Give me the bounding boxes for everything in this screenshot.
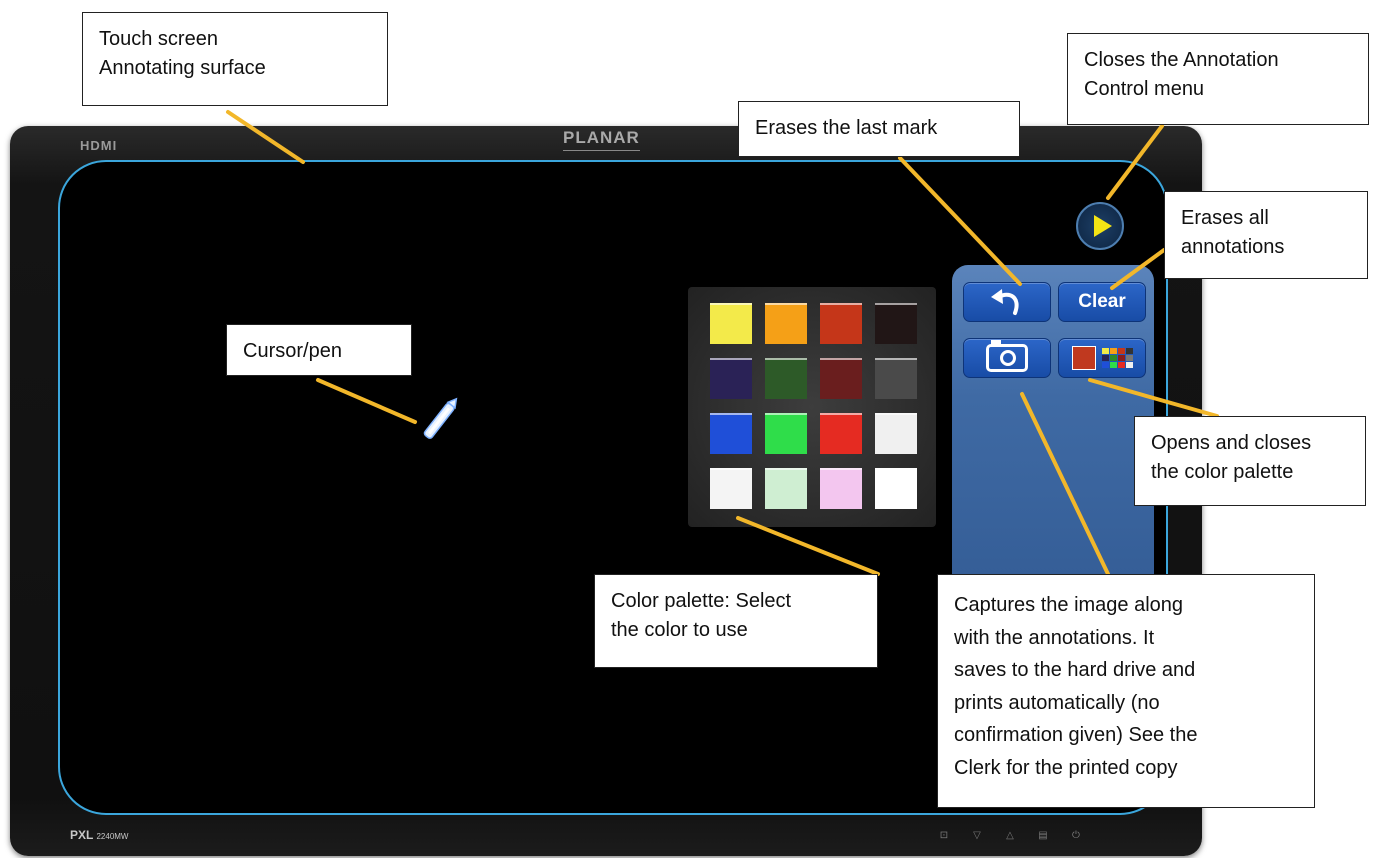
planar-logo: PLANAR bbox=[563, 128, 640, 151]
play-icon bbox=[1093, 215, 1112, 237]
color-swatch[interactable] bbox=[765, 358, 807, 399]
color-swatch[interactable] bbox=[820, 468, 862, 509]
capture-button[interactable] bbox=[963, 338, 1051, 378]
hardware-button-up[interactable]: △ bbox=[1006, 830, 1014, 841]
leader-line bbox=[1020, 392, 1110, 576]
leader-line bbox=[736, 516, 880, 576]
callout-closes-menu: Closes the Annotation Control menu bbox=[1067, 33, 1369, 125]
leader-line bbox=[226, 110, 305, 164]
color-swatch[interactable] bbox=[820, 358, 862, 399]
callout-captures-image: Captures the image along with the annota… bbox=[937, 574, 1315, 808]
color-swatch[interactable] bbox=[710, 413, 752, 454]
hdmi-logo: HDMI bbox=[80, 138, 118, 153]
color-palette-icon bbox=[1101, 348, 1133, 368]
hardware-button-power[interactable]: ⏻ bbox=[1072, 830, 1080, 841]
color-swatch[interactable] bbox=[820, 303, 862, 344]
hardware-buttons: ⊡ ▽ △ ▤ ⏻ bbox=[938, 830, 1082, 841]
color-swatch[interactable] bbox=[875, 413, 917, 454]
pen-cursor-icon bbox=[423, 397, 458, 439]
undo-button[interactable] bbox=[963, 282, 1051, 322]
undo-icon bbox=[991, 289, 1019, 315]
color-swatch[interactable] bbox=[875, 358, 917, 399]
callout-erases-last: Erases the last mark bbox=[738, 101, 1020, 157]
palette-toggle-button[interactable] bbox=[1058, 338, 1146, 378]
camera-icon bbox=[986, 340, 1028, 372]
color-swatch[interactable] bbox=[710, 358, 752, 399]
callout-color-palette: Color palette: Select the color to use bbox=[594, 574, 878, 668]
callout-erases-all: Erases all annotations bbox=[1164, 191, 1368, 279]
leader-line bbox=[316, 378, 417, 424]
color-swatch[interactable] bbox=[765, 303, 807, 344]
model-label: PXL 2240MW bbox=[70, 828, 128, 842]
leader-line bbox=[1088, 378, 1219, 418]
leader-line bbox=[898, 156, 1022, 286]
model-name: PXL bbox=[70, 828, 94, 842]
callout-cursor-pen: Cursor/pen bbox=[226, 324, 412, 376]
color-swatch[interactable] bbox=[875, 303, 917, 344]
color-swatch[interactable] bbox=[875, 468, 917, 509]
clear-button[interactable]: Clear bbox=[1058, 282, 1146, 322]
color-swatch[interactable] bbox=[710, 303, 752, 344]
callout-opens-palette: Opens and closes the color palette bbox=[1134, 416, 1366, 506]
color-swatch[interactable] bbox=[710, 468, 752, 509]
color-swatch[interactable] bbox=[765, 413, 807, 454]
hardware-button-menu[interactable]: ▤ bbox=[1038, 830, 1048, 841]
callout-touch-screen: Touch screen Annotating surface bbox=[82, 12, 388, 106]
current-color-icon bbox=[1071, 346, 1096, 370]
leader-line bbox=[1110, 248, 1166, 290]
color-swatch[interactable] bbox=[765, 468, 807, 509]
hardware-button-input[interactable]: ⊡ bbox=[939, 830, 949, 841]
color-swatch[interactable] bbox=[820, 413, 862, 454]
leader-line bbox=[1106, 124, 1164, 200]
close-menu-button[interactable] bbox=[1076, 202, 1124, 250]
model-number: 2240MW bbox=[96, 832, 129, 841]
hardware-button-down[interactable]: ▽ bbox=[973, 830, 981, 841]
